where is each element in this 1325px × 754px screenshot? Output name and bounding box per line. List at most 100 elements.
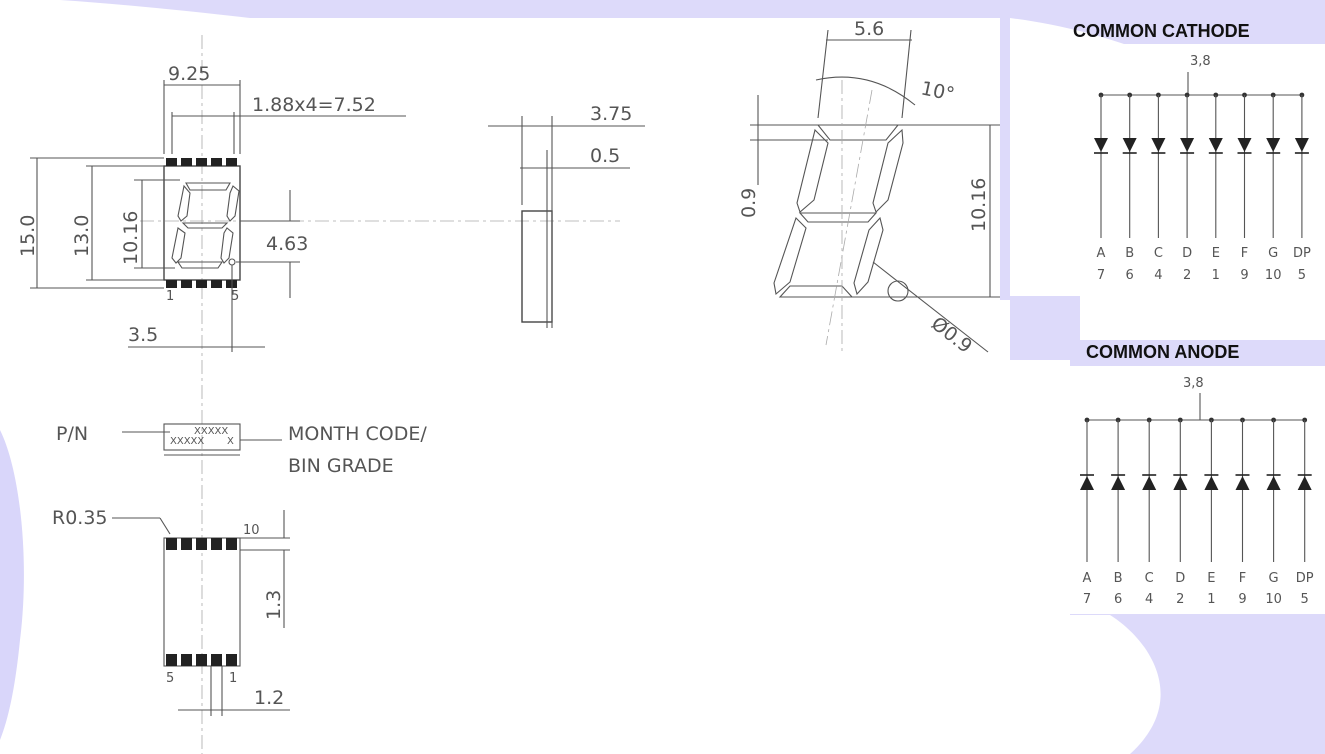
cathode-diode-f — [1237, 92, 1252, 238]
anode-diode-d — [1173, 417, 1188, 562]
cathode-segment-label: G — [1268, 246, 1278, 261]
cathode-segment-label: A — [1097, 246, 1106, 261]
anode-diode-b — [1111, 417, 1126, 562]
bottom-pins — [166, 280, 237, 288]
cathode-pin-label: 10 — [1265, 268, 1282, 283]
marking-code-top: XXXXX — [194, 426, 228, 437]
anode-pin-label: 1 — [1207, 592, 1215, 607]
cathode-diode-a — [1094, 92, 1108, 238]
anode-segment-label: D — [1175, 571, 1185, 586]
large-dp — [887, 280, 909, 302]
cathode-segment-label: B — [1125, 246, 1134, 261]
bottom-bottom-pads — [166, 654, 237, 666]
anode-segment-label: A — [1083, 571, 1092, 586]
pin-label-bottom-left: 5 — [166, 671, 174, 686]
top-pins — [166, 158, 237, 166]
marking-view: P/N XXXXX XXXXX X MONTH CODE/ BIN GRADE — [56, 423, 427, 477]
cathode-panel — [1080, 44, 1325, 290]
dim-dp-offset: 4.63 — [266, 233, 308, 255]
dim-digit-height: 10.16 — [120, 211, 142, 265]
bottom-top-pads — [166, 538, 237, 550]
anode-common-pins: 3,8 — [1183, 376, 1204, 391]
anode-segment-label: B — [1114, 571, 1123, 586]
anode-diode-dp — [1297, 417, 1312, 562]
common-anode-schematic: COMMON ANODE 3,8 A 7 B 6 C 4 D 2 E 1 F 9 G 10 DP 5 — [1080, 342, 1314, 607]
dim-depth: 3.75 — [590, 103, 632, 125]
cathode-common-pins: 3,8 — [1190, 54, 1211, 69]
cathode-diode-row — [1094, 92, 1309, 238]
cathode-diode-b — [1122, 92, 1137, 238]
pin-label-top: 10 — [243, 523, 260, 538]
cathode-pin-label: 4 — [1154, 268, 1162, 283]
marking-code-x: X — [227, 436, 234, 447]
cathode-diode-c — [1151, 92, 1166, 238]
anode-pin-label: 6 — [1114, 592, 1122, 607]
large-digit — [773, 124, 904, 298]
anode-segment-label: F — [1239, 571, 1246, 586]
segment-detail: 5.6 10° 0.9 10.16 Ø0.9 — [738, 18, 1000, 358]
cathode-segment-label: E — [1212, 246, 1220, 261]
anode-pin-label: 7 — [1083, 592, 1091, 607]
anode-diode-g — [1266, 417, 1281, 562]
dim-height-total: 15.0 — [17, 215, 39, 257]
anode-pin-label: 9 — [1238, 592, 1246, 607]
cathode-pin-label: 5 — [1298, 268, 1306, 283]
anode-diode-f — [1235, 417, 1250, 562]
anode-diode-e — [1204, 417, 1219, 562]
side-view: 3.75 0.5 — [488, 103, 645, 328]
anode-diode-a — [1080, 417, 1094, 562]
cathode-pin-label: 1 — [1212, 268, 1220, 283]
cathode-pin-label: 2 — [1183, 268, 1191, 283]
dim-width: 9.25 — [168, 63, 210, 85]
cathode-diode-d — [1180, 92, 1195, 238]
dim-pin-pitch: 1.88x4=7.52 — [252, 94, 376, 116]
common-cathode-schematic: COMMON CATHODE 3,8 A 7 B 6 C 4 D 2 E 1 F 9 G 10 DP 5 — [1073, 21, 1311, 283]
cathode-pin-label: 6 — [1126, 268, 1134, 283]
cathode-diode-e — [1208, 92, 1223, 238]
anode-segment-label: G — [1269, 571, 1279, 586]
dim-pad-length: 1.3 — [263, 590, 285, 620]
anode-segment-label: C — [1145, 571, 1154, 586]
dim-dp-diameter: Ø0.9 — [927, 313, 976, 358]
cathode-diode-g — [1266, 92, 1281, 238]
cathode-segment-label: D — [1182, 246, 1192, 261]
anode-pin-label: 2 — [1176, 592, 1184, 607]
anode-segment-label: DP — [1296, 571, 1314, 586]
digit-outline — [171, 182, 240, 269]
anode-title: COMMON ANODE — [1086, 342, 1239, 362]
pin-label-last: 5 — [231, 289, 239, 304]
cathode-segment-label: F — [1241, 246, 1248, 261]
pin-label-first: 1 — [166, 289, 174, 304]
anode-pin-label: 4 — [1145, 592, 1153, 607]
bottom-view: R0.35 10 1.3 5 1 1.2 — [52, 507, 290, 716]
dim-radius: R0.35 — [52, 507, 108, 529]
dim-slant: 10° — [919, 77, 957, 106]
cathode-title: COMMON CATHODE — [1073, 21, 1250, 41]
dim-height-body: 13.0 — [71, 215, 93, 257]
pin-label-bottom-right: 1 — [229, 671, 237, 686]
cathode-pin-label: 9 — [1240, 268, 1248, 283]
anode-pin-label: 5 — [1301, 592, 1309, 607]
cathode-diode-dp — [1294, 92, 1309, 238]
dim-segment-width: 5.6 — [854, 18, 884, 40]
dim-segment-thickness: 0.9 — [738, 188, 760, 218]
anode-diode-row — [1080, 417, 1312, 562]
bin-grade-label: BIN GRADE — [288, 455, 394, 477]
cathode-segment-label: DP — [1293, 246, 1311, 261]
anode-pin-label: 10 — [1265, 592, 1282, 607]
cathode-segment-label: C — [1154, 246, 1163, 261]
marking-code-bottom: XXXXX — [170, 436, 204, 447]
dim-lead: 0.5 — [590, 145, 620, 167]
month-code-label: MONTH CODE/ — [288, 423, 427, 445]
lavender-shape-left — [0, 430, 24, 740]
dim-pad-width: 1.2 — [254, 687, 284, 709]
front-view: 9.25 1.88x4=7.52 15.0 13.0 10.16 4.63 1 … — [17, 35, 620, 754]
anode-diode-c — [1142, 417, 1157, 562]
dim-large-digit-height: 10.16 — [968, 178, 990, 232]
cathode-pin-label: 7 — [1097, 268, 1105, 283]
anode-segment-label: E — [1207, 571, 1215, 586]
pn-label: P/N — [56, 423, 88, 445]
dim-dp-x: 3.5 — [128, 324, 158, 346]
